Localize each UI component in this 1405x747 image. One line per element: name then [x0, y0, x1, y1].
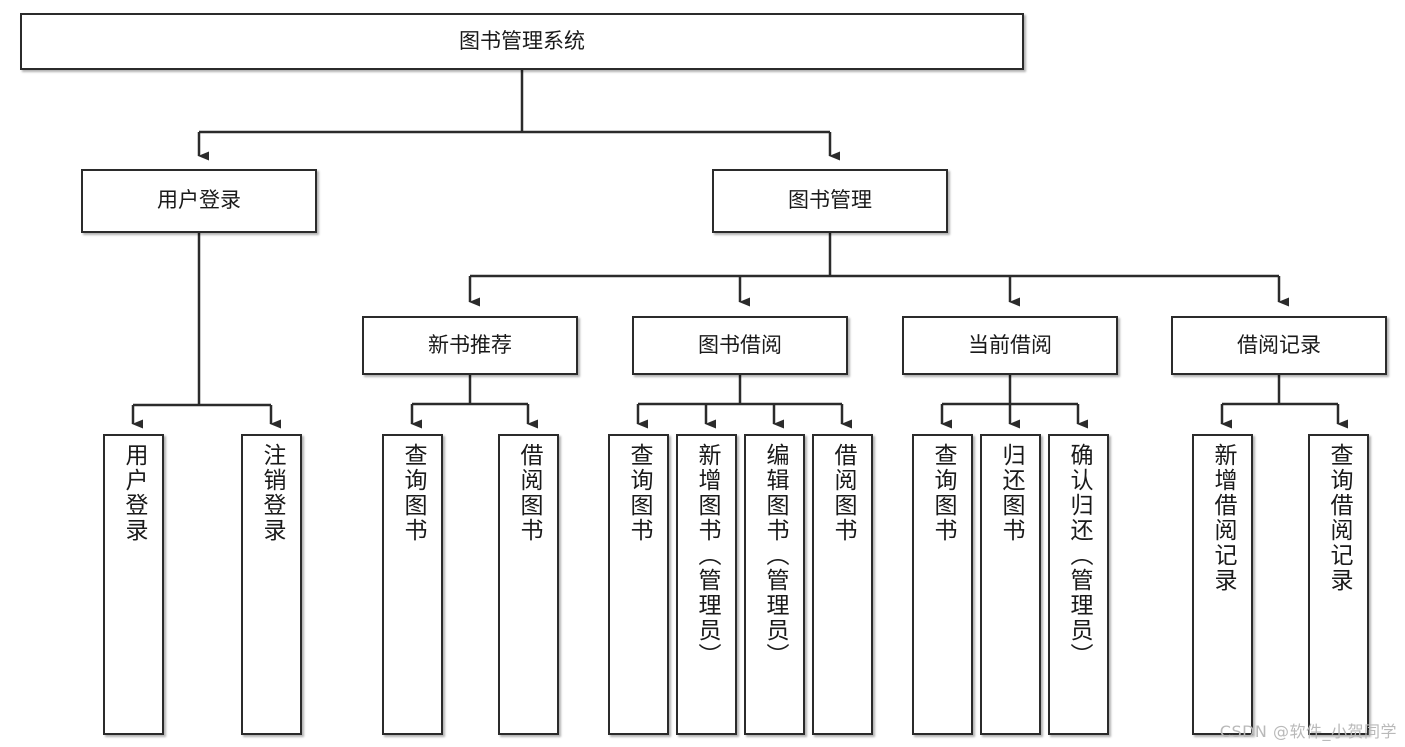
- node-borrow-record-label: 借阅记录: [1237, 332, 1321, 357]
- node-book-management[interactable]: 图书管理: [712, 169, 948, 233]
- leaf-confirm-return-admin-label: 确认归还（管理员）: [1066, 443, 1092, 668]
- csdn-watermark: CSDN @软件_小贺同学: [1219, 722, 1397, 741]
- leaf-return-book-label: 归还图书: [998, 443, 1024, 543]
- leaf-logout[interactable]: 注销登录: [241, 434, 302, 735]
- leaf-return-book[interactable]: 归还图书: [980, 434, 1041, 735]
- leaf-borrow-book-2-label: 借阅图书: [830, 443, 856, 543]
- leaf-edit-book-admin[interactable]: 编辑图书（管理员）: [744, 434, 805, 735]
- node-new-book-recommend-label: 新书推荐: [428, 332, 512, 357]
- node-book-borrow-label: 图书借阅: [698, 332, 782, 357]
- leaf-query-book-3-label: 查询图书: [930, 443, 956, 543]
- leaf-borrow-book-1-label: 借阅图书: [516, 443, 542, 543]
- leaf-query-book-2-label: 查询图书: [626, 443, 652, 543]
- leaf-user-login-label: 用户登录: [121, 443, 147, 543]
- leaf-edit-book-admin-label: 编辑图书（管理员）: [762, 443, 788, 668]
- leaf-confirm-return-admin[interactable]: 确认归还（管理员）: [1048, 434, 1109, 735]
- leaf-add-book-admin-label: 新增图书（管理员）: [694, 443, 720, 668]
- leaf-add-book-admin[interactable]: 新增图书（管理员）: [676, 434, 737, 735]
- leaf-borrow-book-2[interactable]: 借阅图书: [812, 434, 873, 735]
- leaf-borrow-book-1[interactable]: 借阅图书: [498, 434, 559, 735]
- node-root[interactable]: 图书管理系统: [20, 13, 1024, 70]
- node-book-management-label: 图书管理: [788, 188, 872, 213]
- node-user-login[interactable]: 用户登录: [81, 169, 317, 233]
- leaf-logout-label: 注销登录: [259, 443, 285, 543]
- leaf-query-book-2[interactable]: 查询图书: [608, 434, 669, 735]
- node-book-borrow[interactable]: 图书借阅: [632, 316, 848, 375]
- leaf-user-login[interactable]: 用户登录: [103, 434, 164, 735]
- node-current-borrow[interactable]: 当前借阅: [902, 316, 1118, 375]
- leaf-add-borrow-record-label: 新增借阅记录: [1210, 443, 1236, 593]
- node-borrow-record[interactable]: 借阅记录: [1171, 316, 1387, 375]
- node-current-borrow-label: 当前借阅: [968, 332, 1052, 357]
- leaf-query-borrow-record-label: 查询借阅记录: [1326, 443, 1352, 593]
- leaf-query-borrow-record[interactable]: 查询借阅记录: [1308, 434, 1369, 735]
- leaf-add-borrow-record[interactable]: 新增借阅记录: [1192, 434, 1253, 735]
- leaf-query-book-1[interactable]: 查询图书: [382, 434, 443, 735]
- node-user-login-label: 用户登录: [157, 188, 241, 213]
- node-root-label: 图书管理系统: [459, 28, 585, 53]
- leaf-query-book-1-label: 查询图书: [400, 443, 426, 543]
- leaf-query-book-3[interactable]: 查询图书: [912, 434, 973, 735]
- node-new-book-recommend[interactable]: 新书推荐: [362, 316, 578, 375]
